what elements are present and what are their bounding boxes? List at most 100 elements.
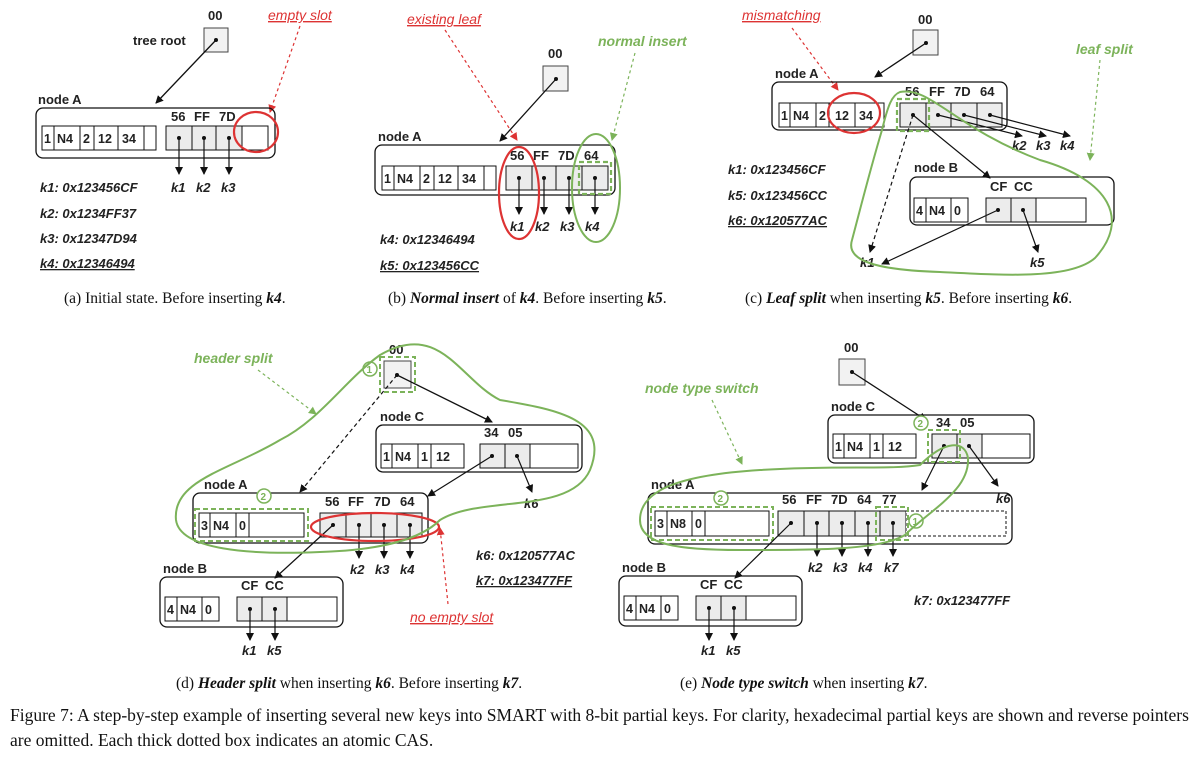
leaf-k3: k3 [1036, 138, 1051, 153]
partial-key-34: 34 [484, 425, 499, 440]
node-a-len: 0 [695, 517, 702, 531]
panel-b: 00 existing leaf normal insert node A 1 … [374, 11, 688, 273]
root-to-node-a-arrow [874, 42, 927, 78]
leaf-k2: k2 [535, 219, 550, 234]
header-cell-prefix-1: 12 [835, 109, 849, 123]
panel-e: 00 node type switch node C 1 N4 1 12 34 … [618, 340, 1035, 658]
caption-d-prefix: (d) [176, 675, 198, 692]
caption-c-key1: k5 [925, 290, 941, 307]
node-b-type: N4 [180, 603, 196, 617]
root-to-node-c-arrow [396, 374, 493, 423]
key-list-k5: k5: 0x123456CC [728, 188, 828, 203]
node-a-label: node A [204, 477, 248, 492]
cas-box-header [650, 506, 774, 541]
partial-key-64: 64 [980, 84, 995, 99]
no-empty-slot-highlight [309, 511, 441, 543]
header-cell-depth: 1 [781, 109, 788, 123]
leaf-k3: k3 [375, 562, 390, 577]
leaf-k5: k5 [1030, 255, 1045, 270]
tree-root-label: tree root [133, 33, 186, 48]
caption-b-mid2: . Before inserting [535, 290, 648, 307]
caption-b: (b) Normal insert of k4. Before insertin… [388, 290, 667, 308]
node-b-len: 0 [205, 603, 212, 617]
partial-key-ff: FF [194, 109, 210, 124]
node-c-label: node C [380, 409, 425, 424]
caption-d-key1: k6 [375, 675, 391, 692]
step-circle-1-label: 1 [913, 517, 919, 528]
header-cell-len: 2 [83, 132, 90, 146]
caption-a-suffix: . [281, 290, 286, 307]
mismatching-highlight [826, 91, 882, 135]
partial-key-ff: FF [348, 494, 364, 509]
node-a-len: 0 [239, 519, 246, 533]
leaf-k3: k3 [833, 560, 848, 575]
node-a-box [647, 492, 1013, 545]
normal-insert-pointer [609, 52, 636, 141]
leaf-k1: k1 [510, 219, 524, 234]
node-c-len: 1 [873, 440, 880, 454]
cas-box-header [194, 508, 309, 542]
existing-leaf-pointer [444, 29, 518, 141]
node-b-label: node B [163, 561, 207, 576]
leaf-k3: k3 [221, 180, 236, 195]
node-b-depth: 4 [626, 602, 633, 616]
header-cell-depth: 1 [44, 132, 51, 146]
caption-b-suffix: . [662, 290, 667, 307]
node-a-depth: 3 [657, 517, 664, 531]
caption-c-suffix: . [1068, 290, 1073, 307]
key-list-k1: k1: 0x123456CF [40, 180, 139, 195]
node-c-type: N4 [395, 450, 411, 464]
key-list-k6: k6: 0x120577AC [728, 213, 828, 228]
node-type-switch-label: node type switch [645, 380, 759, 396]
partial-key-64: 64 [400, 494, 415, 509]
leaf-k5: k5 [267, 643, 282, 658]
normal-insert-highlight [571, 133, 621, 243]
leaf-k6: k6 [524, 496, 539, 511]
leaf-k4: k4 [400, 562, 415, 577]
leaf-k1: k1 [242, 643, 256, 658]
caption-e-prefix: (e) [680, 675, 702, 692]
leaf-k2: k2 [808, 560, 823, 575]
partial-key-56: 56 [510, 148, 524, 163]
partial-key-cf: CF [700, 577, 717, 592]
figure-caption: Figure 7: A step-by-step example of inse… [10, 705, 1189, 750]
node-b-len: 0 [664, 602, 671, 616]
caption-a: (a) Initial state. Before inserting k4. [64, 290, 286, 308]
leaf-k6: k6 [996, 491, 1011, 506]
header-cell-type: N4 [57, 132, 73, 146]
node-b-header [623, 595, 679, 621]
caption-c-bold: Leaf split [766, 290, 826, 307]
node-a-box [35, 107, 276, 159]
partial-key-cc: CC [724, 577, 743, 592]
step-circle-2 [913, 415, 929, 431]
node-b-box [159, 576, 344, 628]
header-split-label: header split [194, 350, 274, 366]
empty-slot-label: empty slot [268, 7, 333, 23]
old-root-pointer [299, 374, 398, 493]
partial-key-05: 05 [508, 425, 522, 440]
node-a-slots [505, 165, 609, 191]
partial-key-cf: CF [241, 578, 258, 593]
leaf-k2: k2 [196, 180, 211, 195]
step-circle-1 [908, 513, 924, 529]
node-b-len: 0 [954, 204, 961, 218]
header-cell-type: N4 [397, 172, 413, 186]
key-list-k3: k3: 0x12347D94 [40, 231, 138, 246]
node-c-prefix: 12 [888, 440, 902, 454]
step-circle-2-label: 2 [918, 419, 924, 430]
root-value: 00 [918, 12, 932, 27]
existing-leaf-label: existing leaf [407, 11, 483, 27]
root-to-node-a-arrow [155, 39, 217, 104]
mismatching-label: mismatching [742, 7, 821, 23]
caption-d-bold: Header split [197, 675, 276, 692]
key-list-k4: k4: 0x12346494 [40, 256, 135, 271]
node-b-label: node B [622, 560, 666, 575]
cas-box [895, 97, 931, 133]
node-a-box [374, 144, 616, 196]
node-a-label: node A [378, 129, 422, 144]
caption-a-key: k4 [266, 290, 282, 307]
key-list-k7: k7: 0x123477FF [914, 593, 1011, 608]
mismatching-pointer [791, 27, 839, 91]
step-circle-2-label: 2 [261, 492, 267, 503]
pointer-to-node-b [912, 114, 991, 179]
